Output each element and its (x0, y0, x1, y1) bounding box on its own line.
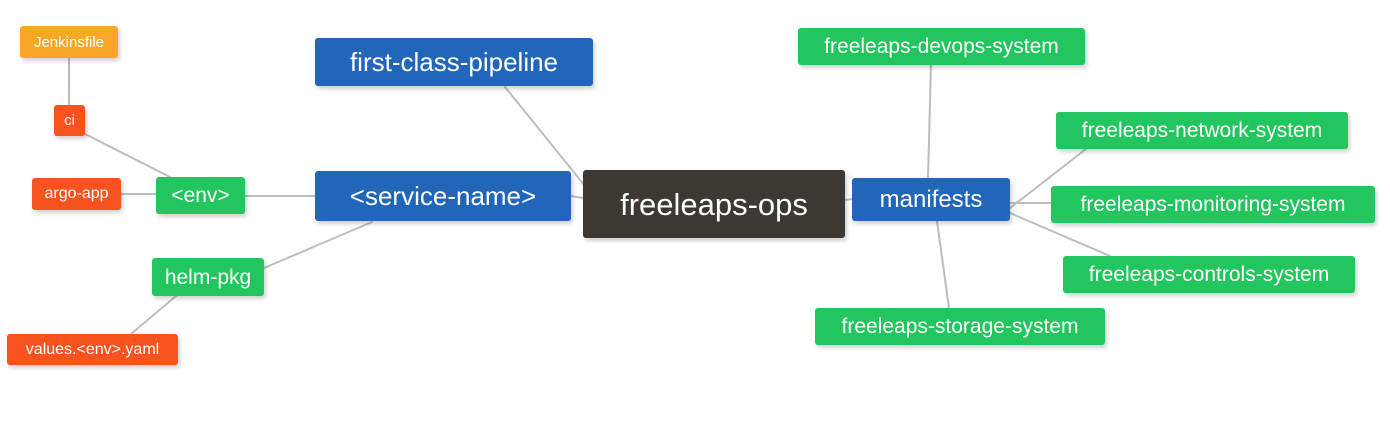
node-label-freeleaps-controls-system: freeleaps-controls-system (1088, 263, 1330, 286)
node-label-jenkinsfile: Jenkinsfile (33, 33, 105, 51)
node-label-values-env-yaml: values.<env>.yaml (25, 340, 160, 358)
node-label-manifests: manifests (879, 185, 983, 213)
node-env[interactable]: <env> (156, 177, 245, 214)
node-freeleaps-controls-system[interactable]: freeleaps-controls-system (1063, 256, 1355, 293)
node-label-freeleaps-ops: freeleaps-ops (620, 186, 808, 222)
edge-freeleaps-ops--first-class-pipeline (504, 86, 586, 187)
node-freeleaps-storage-system[interactable]: freeleaps-storage-system (815, 308, 1105, 345)
node-label-helm-pkg: helm-pkg (164, 265, 252, 289)
edge-manifests--freeleaps-storage-system (936, 220, 950, 309)
node-freeleaps-monitoring-system[interactable]: freeleaps-monitoring-system (1051, 186, 1375, 223)
node-ci[interactable]: ci (54, 105, 85, 136)
node-freeleaps-devops-system[interactable]: freeleaps-devops-system (798, 28, 1085, 65)
node-argo-app[interactable]: argo-app (32, 178, 121, 210)
node-values-env-yaml[interactable]: values.<env>.yaml (7, 334, 178, 365)
node-label-ci: ci (64, 112, 75, 129)
edge-service-name--helm-pkg (263, 221, 373, 269)
edge-helm-pkg--values-env-yaml (130, 295, 177, 335)
edge-freeleaps-ops--manifests (844, 198, 853, 201)
node-label-env: <env> (171, 184, 230, 207)
node-label-service-name: <service-name> (349, 181, 537, 211)
node-first-class-pipeline[interactable]: first-class-pipeline (315, 38, 593, 86)
node-label-freeleaps-monitoring-system: freeleaps-monitoring-system (1080, 193, 1346, 216)
node-label-first-class-pipeline: first-class-pipeline (349, 47, 559, 77)
edge-manifests--freeleaps-devops-system (927, 64, 932, 179)
node-freeleaps-network-system[interactable]: freeleaps-network-system (1056, 112, 1348, 149)
node-label-freeleaps-network-system: freeleaps-network-system (1081, 119, 1323, 142)
node-label-freeleaps-devops-system: freeleaps-devops-system (824, 35, 1059, 58)
node-service-name[interactable]: <service-name> (315, 171, 571, 221)
node-freeleaps-ops[interactable]: freeleaps-ops (583, 170, 845, 238)
node-helm-pkg[interactable]: helm-pkg (152, 258, 264, 296)
edge-freeleaps-ops--service-name (570, 195, 584, 199)
node-label-argo-app: argo-app (44, 185, 109, 202)
edge-env--ci (84, 133, 171, 178)
edge-manifests--freeleaps-network-system (1009, 148, 1087, 209)
edge-manifests--freeleaps-controls-system (1009, 212, 1111, 257)
node-jenkinsfile[interactable]: Jenkinsfile (20, 26, 118, 58)
node-label-freeleaps-storage-system: freeleaps-storage-system (841, 315, 1079, 338)
node-manifests[interactable]: manifests (852, 178, 1010, 221)
